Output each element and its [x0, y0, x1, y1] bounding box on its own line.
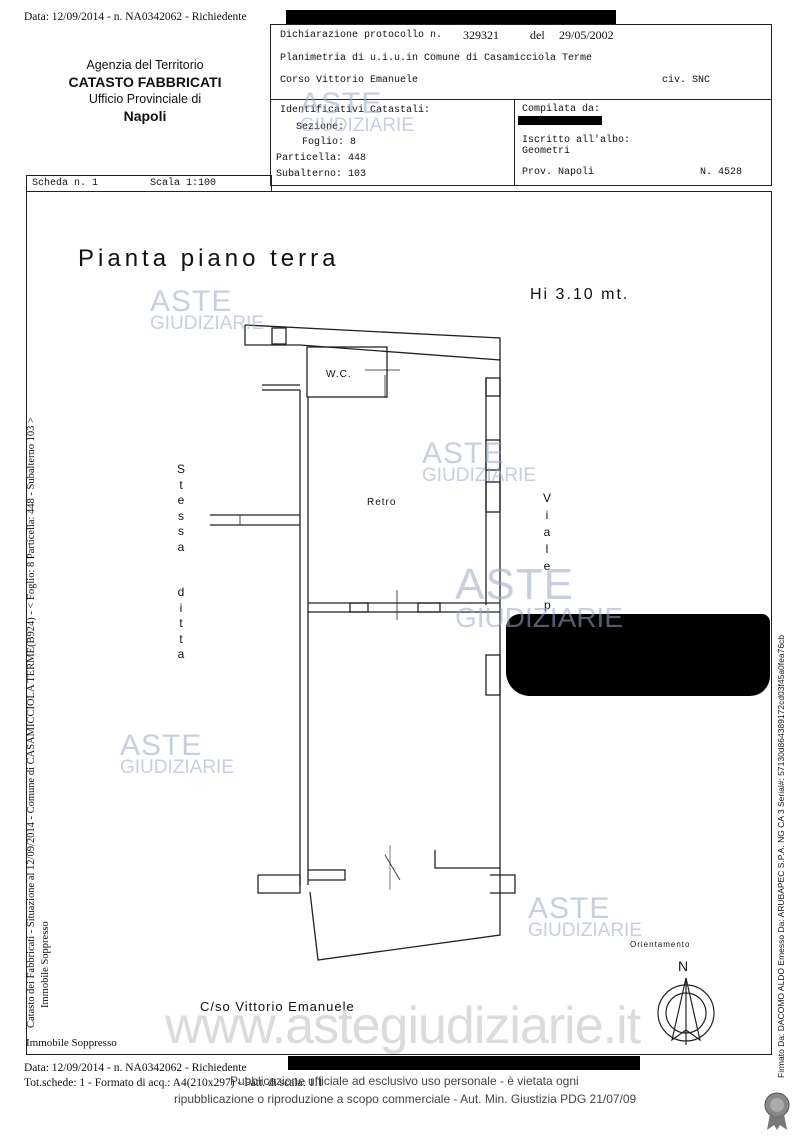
sezione-label: Sezione: — [296, 122, 345, 133]
identifiers-title: Identificativi Catastali: — [280, 105, 431, 116]
civ-line: civ. SNC — [662, 75, 711, 86]
albo-number: N. 4528 — [700, 167, 743, 178]
header-date-line: Data: 12/09/2014 - n. NA0342062 - Richie… — [24, 11, 247, 23]
protocol-del: del — [530, 28, 545, 42]
agency-name: Agenzia del Territorio — [86, 58, 204, 72]
redaction-compilata — [518, 116, 602, 125]
viale-p-label: p — [544, 598, 551, 612]
subalterno-value: Subalterno: 103 — [276, 169, 367, 180]
north-label: N — [678, 958, 689, 974]
compilata-title: Compilata da: — [522, 104, 601, 115]
particella-value: Particella: 448 — [276, 153, 367, 164]
plan-height: Hi 3.10 mt. — [530, 286, 630, 303]
protocol-label: Dichiarazione protocollo n. — [280, 30, 443, 41]
catasto-title: CATASTO FABBRICATI — [68, 74, 222, 90]
footer-date-line: Data: 12/09/2014 - n. NA0342062 - Richie… — [24, 1062, 247, 1074]
protocol-number: 329321 — [463, 28, 499, 42]
redaction-bottom — [288, 1056, 640, 1070]
drawing-frame — [26, 191, 772, 1055]
left-vertical-text: Catasto dei Fabbricati - Situazione al 1… — [26, 417, 37, 1028]
iscritto-value: Geometri — [522, 146, 571, 157]
street-bottom-label: C/so Vittorio Emanuele — [200, 999, 355, 1014]
right-vertical-signature: Firmato Da: DACOMO ALDO Emesso Da: ARUBA… — [776, 634, 786, 1078]
scala-label: Scala 1:100 — [150, 178, 217, 189]
planimetria-line: Planimetria di u.i.u.in Comune di Casami… — [280, 53, 593, 64]
foglio-value: Foglio: 8 — [302, 137, 357, 148]
ufficio-label: Ufficio Provinciale di — [88, 92, 202, 106]
iscritto-label: Iscritto all'albo: — [522, 135, 631, 146]
address-line: Corso Vittorio Emanuele — [280, 75, 419, 86]
wc-label: W.C. — [326, 369, 352, 380]
prov-value: Prov. Napoli — [522, 167, 595, 178]
watermark-site: www.astegiudiziarie.it — [165, 997, 641, 1055]
publication-notice-1: Pubblicazione ufficiale ad esclusivo uso… — [230, 1074, 579, 1088]
publication-notice-2: ripubblicazione o riproduzione a scopo c… — [174, 1092, 637, 1106]
immobile-soppresso: Immobile Soppresso — [26, 1037, 117, 1049]
agency-block: Agenzia del Territorio CATASTO FABBRICAT… — [60, 57, 230, 125]
redaction-top — [286, 10, 616, 25]
redaction-blob — [506, 614, 770, 696]
protocol-date: 29/05/2002 — [559, 28, 614, 42]
certificate-seal-icon — [764, 1092, 790, 1130]
ufficio-city: Napoli — [123, 108, 167, 124]
scheda-label: Scheda n. 1 — [32, 178, 99, 189]
compilata-box — [514, 99, 772, 186]
north-compass — [657, 977, 715, 1045]
orientamento-label: Orientamento — [630, 940, 691, 949]
footer-formato-line: Tot.schede: 1 - Formato di acq.: A4(210x… — [24, 1077, 324, 1089]
plan-title: Pianta piano terra — [78, 245, 340, 272]
retro-label: Retro — [367, 497, 397, 508]
left-vertical-text-2: Immobile Soppresso — [40, 921, 51, 1008]
